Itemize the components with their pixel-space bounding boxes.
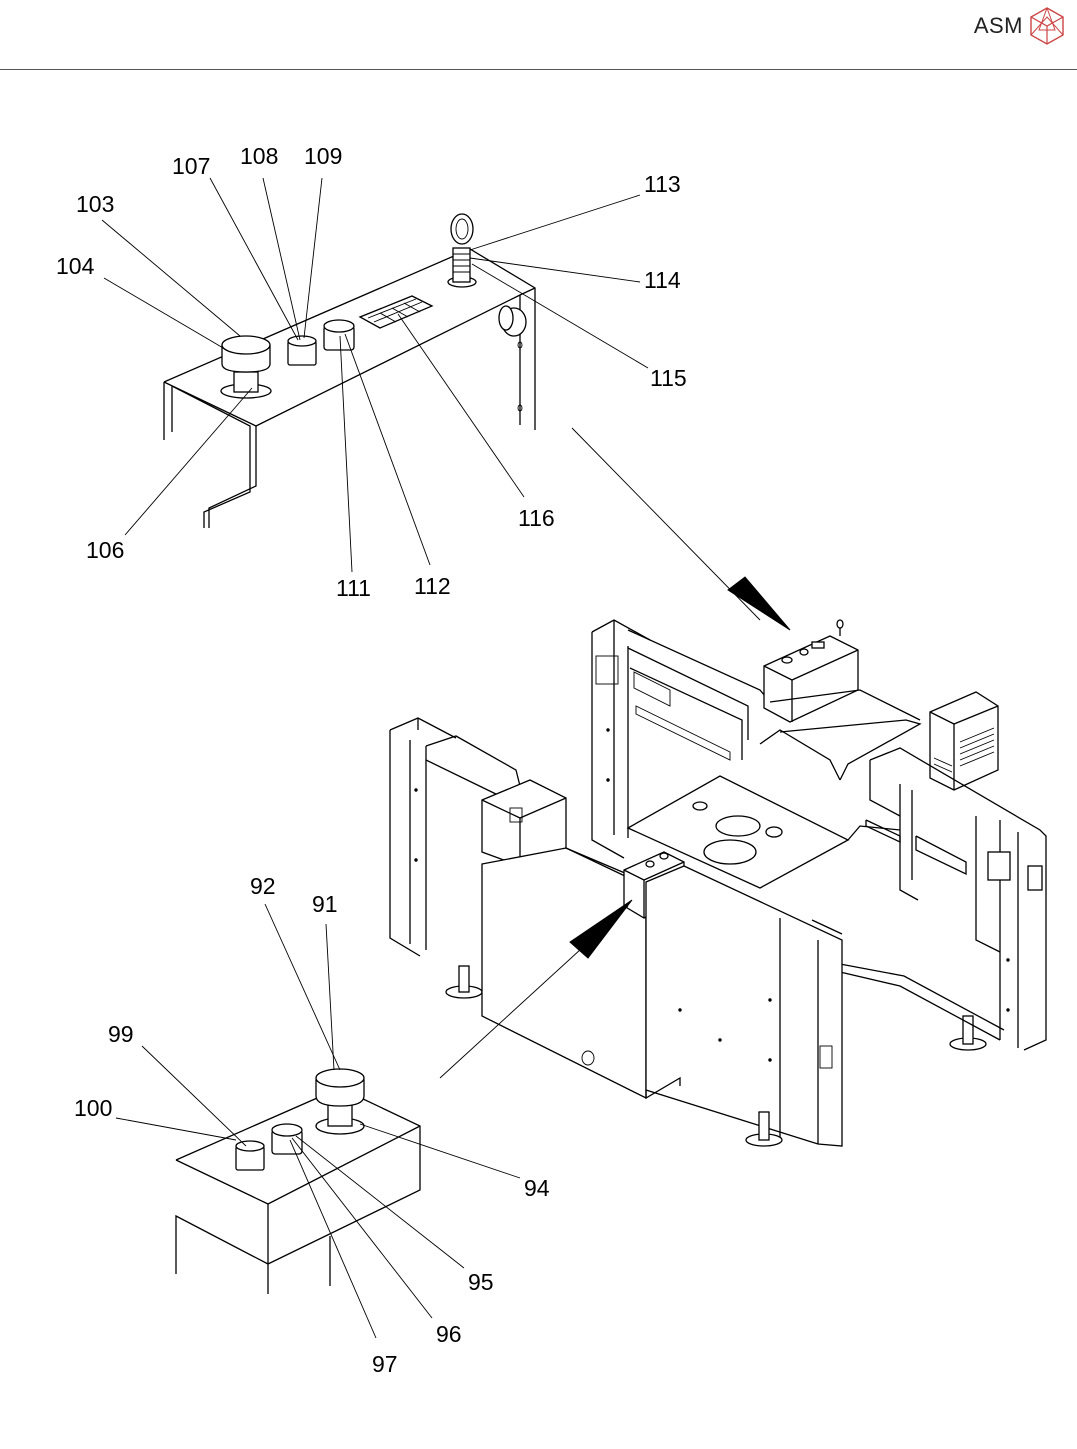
main-machine-assembly: [390, 620, 1046, 1146]
top-control-panel-detail: [164, 214, 535, 528]
callout-92: 92: [250, 873, 276, 899]
callout-114: 114: [644, 267, 681, 293]
callout-108: 108: [240, 143, 278, 169]
callout-103: 103: [76, 191, 114, 217]
callout-107: 107: [172, 153, 210, 179]
callout-115: 115: [650, 365, 687, 391]
callout-104: 104: [56, 253, 95, 279]
callout-94: 94: [524, 1175, 550, 1201]
callout-91: 91: [312, 891, 338, 917]
callout-109: 109: [304, 143, 342, 169]
callout-113: 113: [644, 171, 681, 197]
callout-100: 100: [74, 1095, 112, 1121]
bottom-control-box-detail: [176, 1069, 420, 1294]
callout-116: 116: [518, 505, 555, 531]
callout-96: 96: [436, 1321, 462, 1347]
callout-95: 95: [468, 1269, 494, 1295]
callout-111: 111: [336, 575, 371, 601]
callout-99: 99: [108, 1021, 134, 1047]
callout-112: 112: [414, 573, 451, 599]
callout-97: 97: [372, 1351, 398, 1377]
pointer-arrow-upper: [728, 577, 790, 630]
callout-106: 106: [86, 537, 124, 563]
